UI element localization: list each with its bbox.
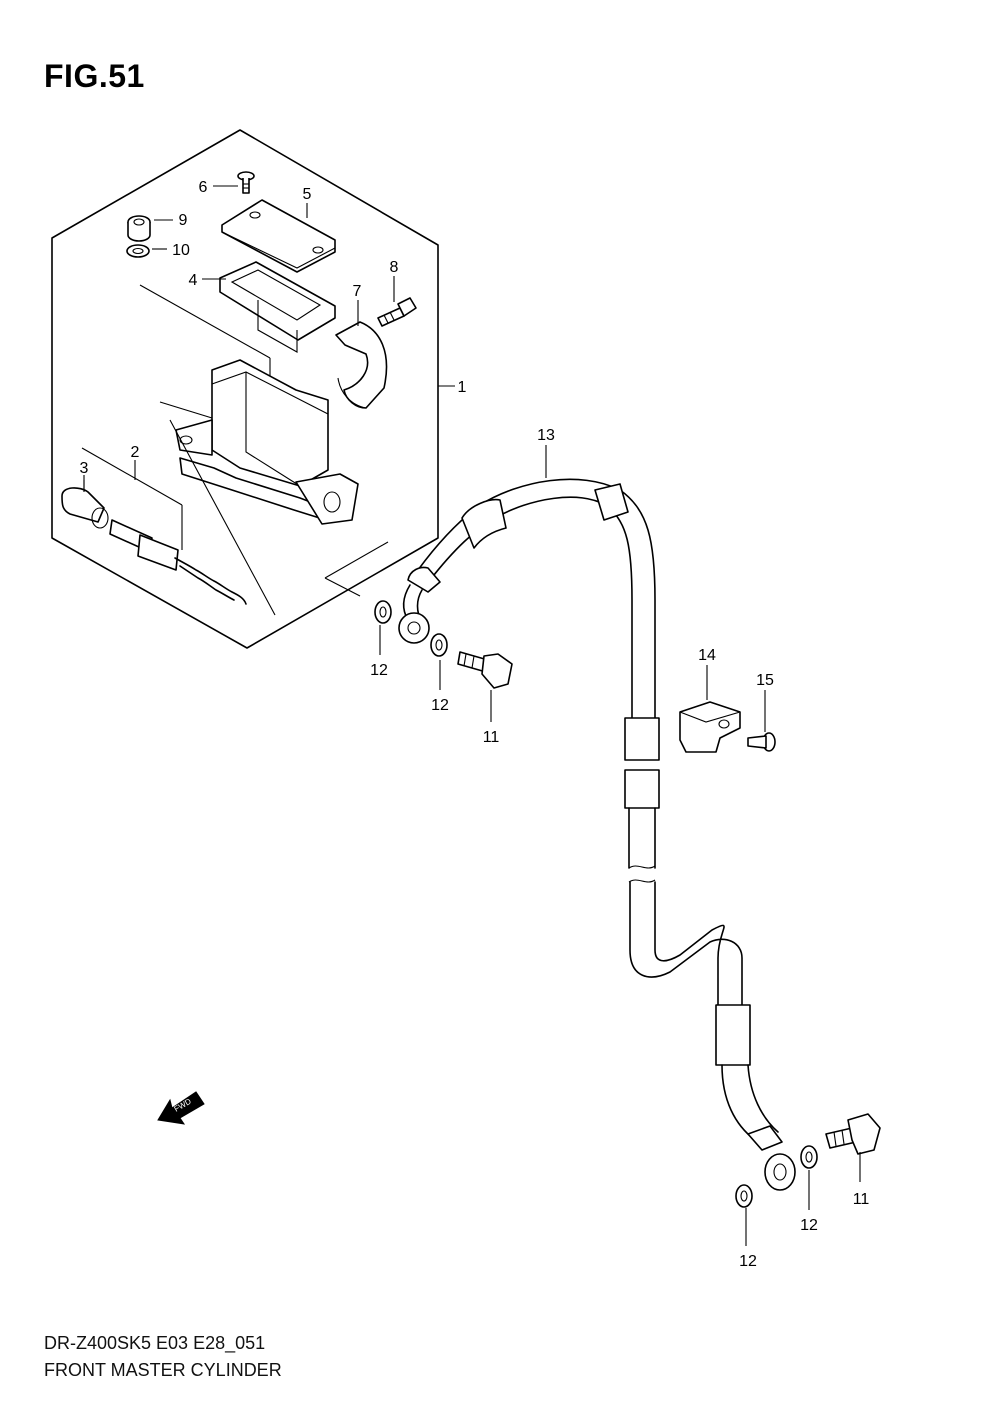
forward-arrow-icon: FWD <box>157 1091 205 1125</box>
callout-5: 5 <box>303 186 312 203</box>
assembly-name: FRONT MASTER CYLINDER <box>44 1360 282 1380</box>
callout-13: 13 <box>537 427 555 444</box>
callout-11-a: 11 <box>483 729 500 746</box>
cap-screw <box>237 171 255 194</box>
hose-clamp <box>679 701 741 753</box>
sealing-washer <box>735 1184 753 1208</box>
callout-14: 14 <box>698 647 716 664</box>
callout-12-b: 12 <box>431 697 449 714</box>
callout-8: 8 <box>390 259 399 276</box>
piston-kit <box>81 447 247 605</box>
callout-12-a: 12 <box>370 662 388 679</box>
figure-label: FIG.51 <box>44 58 145 94</box>
model-code: DR-Z400SK5 E03 E28_051 <box>44 1333 266 1353</box>
clamp-bolt <box>377 297 417 327</box>
callout-4: 4 <box>189 272 198 289</box>
callout-leaders: 6 5 9 10 4 8 7 1 2 3 13 12 12 11 14 15 1… <box>80 179 870 1270</box>
assembly-outline <box>51 129 439 649</box>
handlebar-clamp <box>335 321 388 409</box>
callout-12-d: 12 <box>739 1253 757 1270</box>
sealing-washer <box>430 633 448 657</box>
callout-1: 1 <box>458 379 467 396</box>
brake-hose <box>398 478 796 1191</box>
callout-15: 15 <box>756 672 774 689</box>
sealing-washer <box>800 1145 818 1169</box>
callout-10: 10 <box>172 242 190 259</box>
diaphragm <box>219 261 336 353</box>
callout-6: 6 <box>199 179 208 196</box>
callout-11-b: 11 <box>853 1191 870 1208</box>
piston-boot <box>61 480 109 529</box>
callout-12-c: 12 <box>800 1217 818 1234</box>
union-bolt <box>825 1113 881 1155</box>
clamp-screw <box>747 732 776 752</box>
boot <box>127 215 151 242</box>
reservoir-cap <box>221 199 336 273</box>
callout-9: 9 <box>179 212 188 229</box>
master-cylinder-body <box>159 359 359 525</box>
callout-7: 7 <box>353 283 362 300</box>
washer-small <box>126 244 150 258</box>
union-bolt <box>457 651 513 689</box>
sealing-washer <box>374 600 392 624</box>
callout-2: 2 <box>131 444 140 461</box>
callout-3: 3 <box>80 460 89 477</box>
